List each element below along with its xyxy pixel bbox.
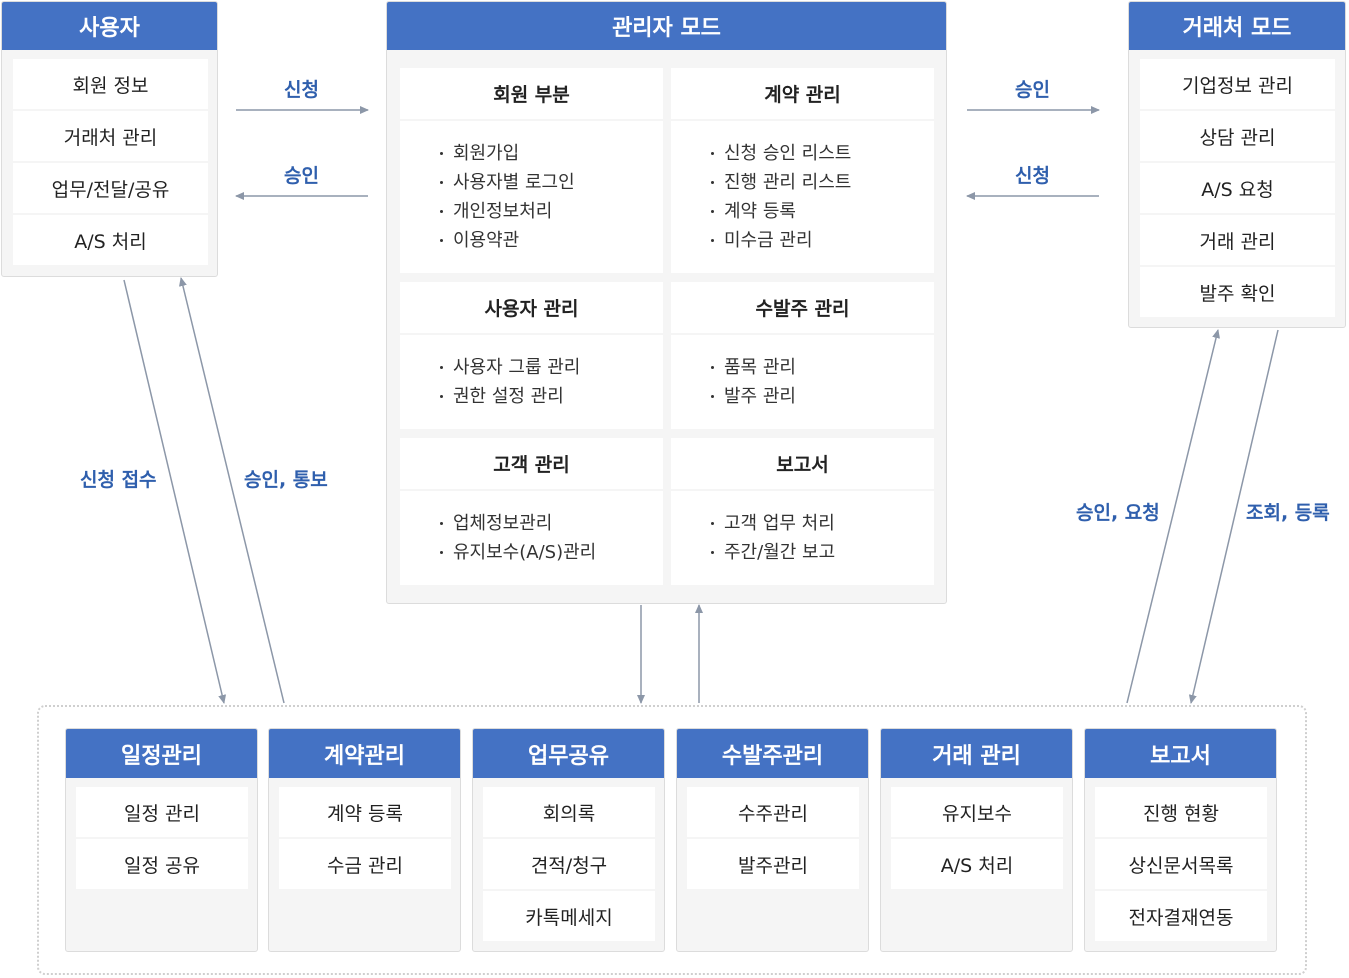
module-item: 회의록: [483, 787, 655, 837]
module-work-share: 업무공유 회의록 견적/청구 카톡메세지: [472, 728, 665, 952]
module-item: 발주관리: [687, 839, 859, 889]
admin-section-item: 권한 설정 관리: [440, 382, 663, 411]
module-item: 전자결재연동: [1095, 891, 1267, 941]
user-item: A/S 처리: [13, 215, 208, 265]
module-orders: 수발주관리 수주관리 발주관리: [676, 728, 869, 952]
module-title: 거래 관리: [881, 729, 1072, 778]
admin-section-item: 계약 등록: [711, 197, 934, 226]
admin-section-body: 회원가입 사용자별 로그인 개인정보처리 이용약관: [400, 121, 663, 273]
admin-section-item: 업체정보관리: [440, 509, 663, 538]
user-panel: 사용자 회원 정보 거래처 관리 업무/전달/공유 A/S 처리: [1, 1, 218, 277]
admin-section-title: 고객 관리: [400, 438, 663, 489]
admin-section-item: 개인정보처리: [440, 197, 663, 226]
module-item: 일정 공유: [76, 839, 248, 889]
user-item: 회원 정보: [13, 59, 208, 109]
module-title: 일정관리: [66, 729, 257, 778]
module-item: 견적/청구: [483, 839, 655, 889]
admin-section-title: 계약 관리: [671, 68, 934, 119]
admin-section-body: 품목 관리 발주 관리: [671, 335, 934, 429]
user-item: 업무/전달/공유: [13, 163, 208, 213]
partner-item: 기업정보 관리: [1140, 59, 1335, 109]
module-item: A/S 처리: [891, 839, 1063, 889]
arrow-partner-down: [1188, 329, 1279, 704]
module-item: 계약 등록: [279, 787, 451, 837]
admin-section-body: 업체정보관리 유지보수(A/S)관리: [400, 491, 663, 585]
module-item: 진행 현황: [1095, 787, 1267, 837]
admin-section-body: 신청 승인 리스트 진행 관리 리스트 계약 등록 미수금 관리: [671, 121, 934, 273]
admin-section-title: 회원 부분: [400, 68, 663, 119]
module-contract: 계약관리 계약 등록 수금 관리: [268, 728, 461, 952]
user-panel-title: 사용자: [2, 2, 217, 50]
partner-item: 거래 관리: [1140, 215, 1335, 265]
admin-section-body: 사용자 그룹 관리 권한 설정 관리: [400, 335, 663, 429]
arrow-user-up: [178, 277, 285, 704]
module-item: 일정 관리: [76, 787, 248, 837]
arrow-partner-up: [1126, 329, 1220, 704]
admin-section-item: 미수금 관리: [711, 226, 934, 255]
module-title: 보고서: [1085, 729, 1276, 778]
admin-section-item: 이용약관: [440, 226, 663, 255]
arrow-user-down: [123, 279, 227, 704]
admin-panel-title: 관리자 모드: [387, 2, 946, 50]
admin-section-item: 고객 업무 처리: [711, 509, 934, 538]
module-trade: 거래 관리 유지보수 A/S 처리: [880, 728, 1073, 952]
label-partner-up: 승인, 요청: [1076, 502, 1160, 524]
admin-section-item: 발주 관리: [711, 382, 934, 411]
module-item: 상신문서목록: [1095, 839, 1267, 889]
admin-section-item: 회원가입: [440, 139, 663, 168]
admin-section-item: 진행 관리 리스트: [711, 168, 934, 197]
module-report: 보고서 진행 현황 상신문서목록 전자결재연동: [1084, 728, 1277, 952]
partner-panel-title: 거래처 모드: [1129, 2, 1345, 50]
admin-section-item: 품목 관리: [711, 353, 934, 382]
admin-section-title: 사용자 관리: [400, 282, 663, 333]
admin-section-item: 신청 승인 리스트: [711, 139, 934, 168]
label-user-to-admin: 신청: [284, 79, 319, 101]
partner-item: A/S 요청: [1140, 163, 1335, 213]
label-partner-to-admin: 신청: [1015, 165, 1050, 187]
admin-section-item: 사용자별 로그인: [440, 168, 663, 197]
user-item: 거래처 관리: [13, 111, 208, 161]
admin-section-item: 사용자 그룹 관리: [440, 353, 663, 382]
admin-section-title: 수발주 관리: [671, 282, 934, 333]
module-item: 유지보수: [891, 787, 1063, 837]
label-admin-to-partner: 승인: [1015, 79, 1050, 101]
modules-container: [37, 705, 1307, 975]
admin-section-body: 고객 업무 처리 주간/월간 보고: [671, 491, 934, 585]
admin-section-item: 유지보수(A/S)관리: [440, 538, 663, 567]
partner-item: 상담 관리: [1140, 111, 1335, 161]
admin-panel: 관리자 모드 회원 부분 회원가입 사용자별 로그인 개인정보처리 이용약관 계…: [386, 1, 947, 604]
module-item: 수주관리: [687, 787, 859, 837]
module-title: 수발주관리: [677, 729, 868, 778]
module-schedule: 일정관리 일정 관리 일정 공유: [65, 728, 258, 952]
label-user-up: 승인, 통보: [244, 469, 328, 491]
admin-section-title: 보고서: [671, 438, 934, 489]
label-user-down: 신청 접수: [80, 469, 157, 491]
module-item: 수금 관리: [279, 839, 451, 889]
admin-section-item: 주간/월간 보고: [711, 538, 934, 567]
partner-item: 발주 확인: [1140, 267, 1335, 317]
module-title: 업무공유: [473, 729, 664, 778]
label-partner-down: 조회, 등록: [1246, 502, 1330, 524]
module-title: 계약관리: [269, 729, 460, 778]
module-item: 카톡메세지: [483, 891, 655, 941]
label-admin-to-user: 승인: [284, 165, 319, 187]
partner-panel: 거래처 모드 기업정보 관리 상담 관리 A/S 요청 거래 관리 발주 확인: [1128, 1, 1346, 328]
